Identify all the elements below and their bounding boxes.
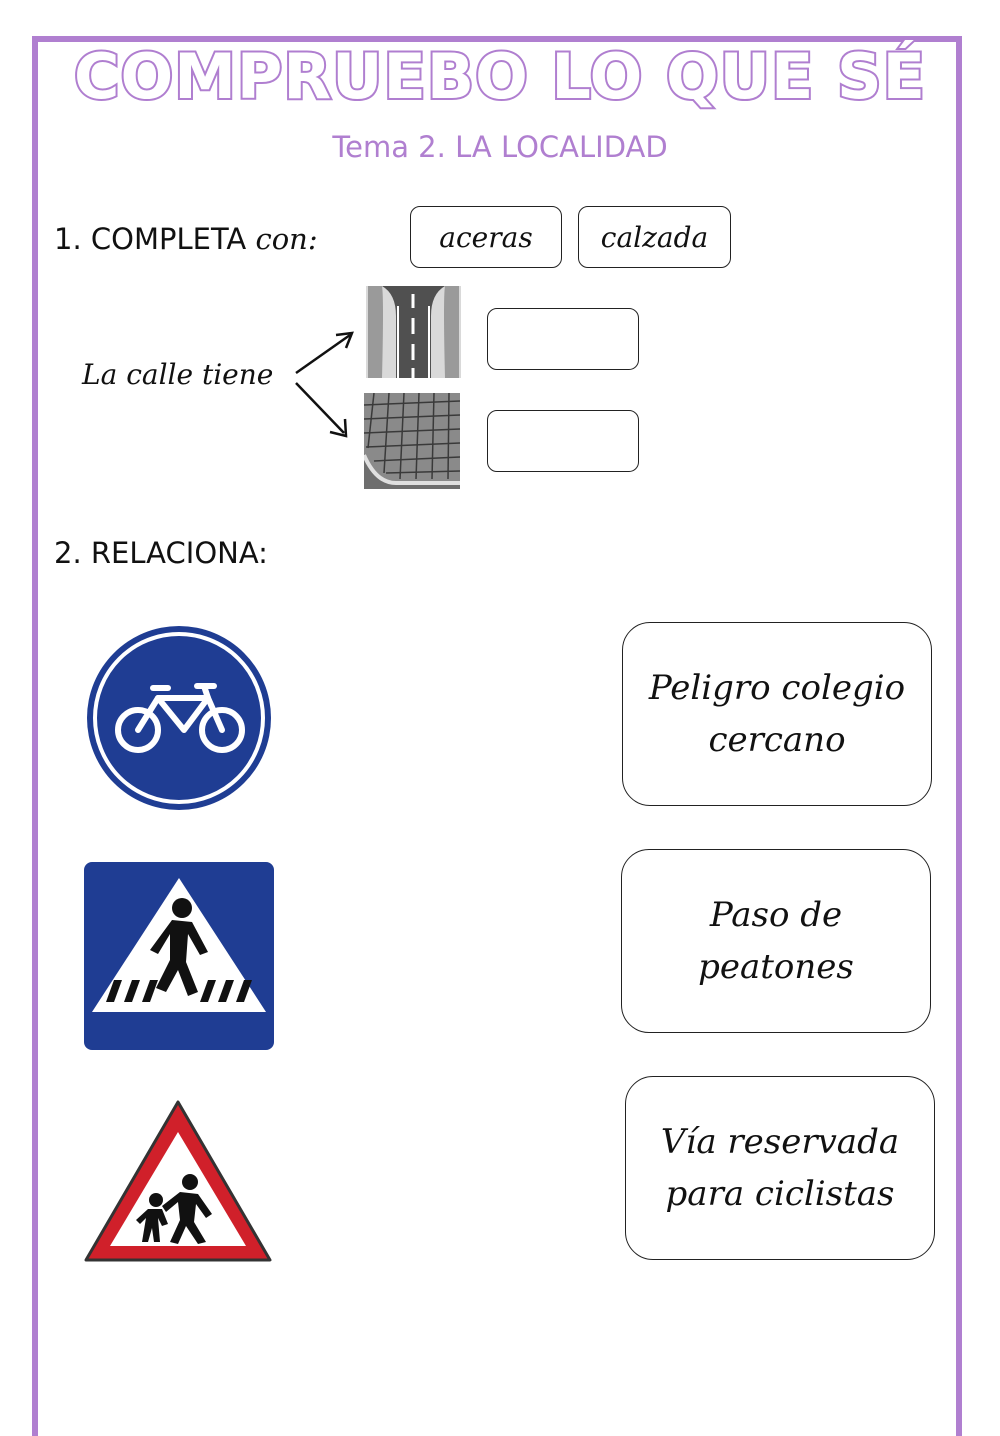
exercise-2-instruction: RELACIONA: [90, 536, 268, 570]
word-bank-calzada[interactable]: calzada [578, 206, 731, 268]
connector-arrows [295, 331, 354, 438]
answer-box-road[interactable] [487, 308, 639, 370]
answer-box-sidewalk[interactable] [487, 410, 639, 472]
exercise-2-number: 2. [54, 536, 82, 570]
exercise-1-instruction-suffix: con: [255, 222, 318, 256]
word-bank-aceras[interactable]: aceras [410, 206, 562, 268]
bicycle-lane-sign-icon[interactable] [84, 624, 274, 812]
match-card-peligro-colegio[interactable]: Peligro colegio cercano [622, 622, 932, 806]
page-subtitle: Tema 2. LA LOCALIDAD [332, 130, 668, 164]
school-children-warning-sign-icon[interactable] [82, 1096, 274, 1266]
exercise-1-heading: 1. COMPLETA con: [54, 222, 318, 256]
sidewalk-image [364, 393, 460, 489]
match-card-via-ciclistas[interactable]: Vía reservada para ciclistas [625, 1076, 935, 1260]
page-title: COMPRUEBO LO QUE SÉ [72, 38, 927, 115]
pedestrian-crossing-sign-icon[interactable] [84, 862, 274, 1050]
exercise-1-instruction: COMPLETA [90, 222, 247, 256]
road-image [366, 286, 461, 378]
exercise-1-number: 1. [54, 222, 82, 256]
match-card-paso-de-peatones[interactable]: Paso de peatones [621, 849, 931, 1033]
sentence-la-calle-tiene: La calle tiene [82, 358, 274, 391]
page-border [32, 36, 962, 1436]
exercise-2-heading: 2. RELACIONA: [54, 536, 268, 570]
